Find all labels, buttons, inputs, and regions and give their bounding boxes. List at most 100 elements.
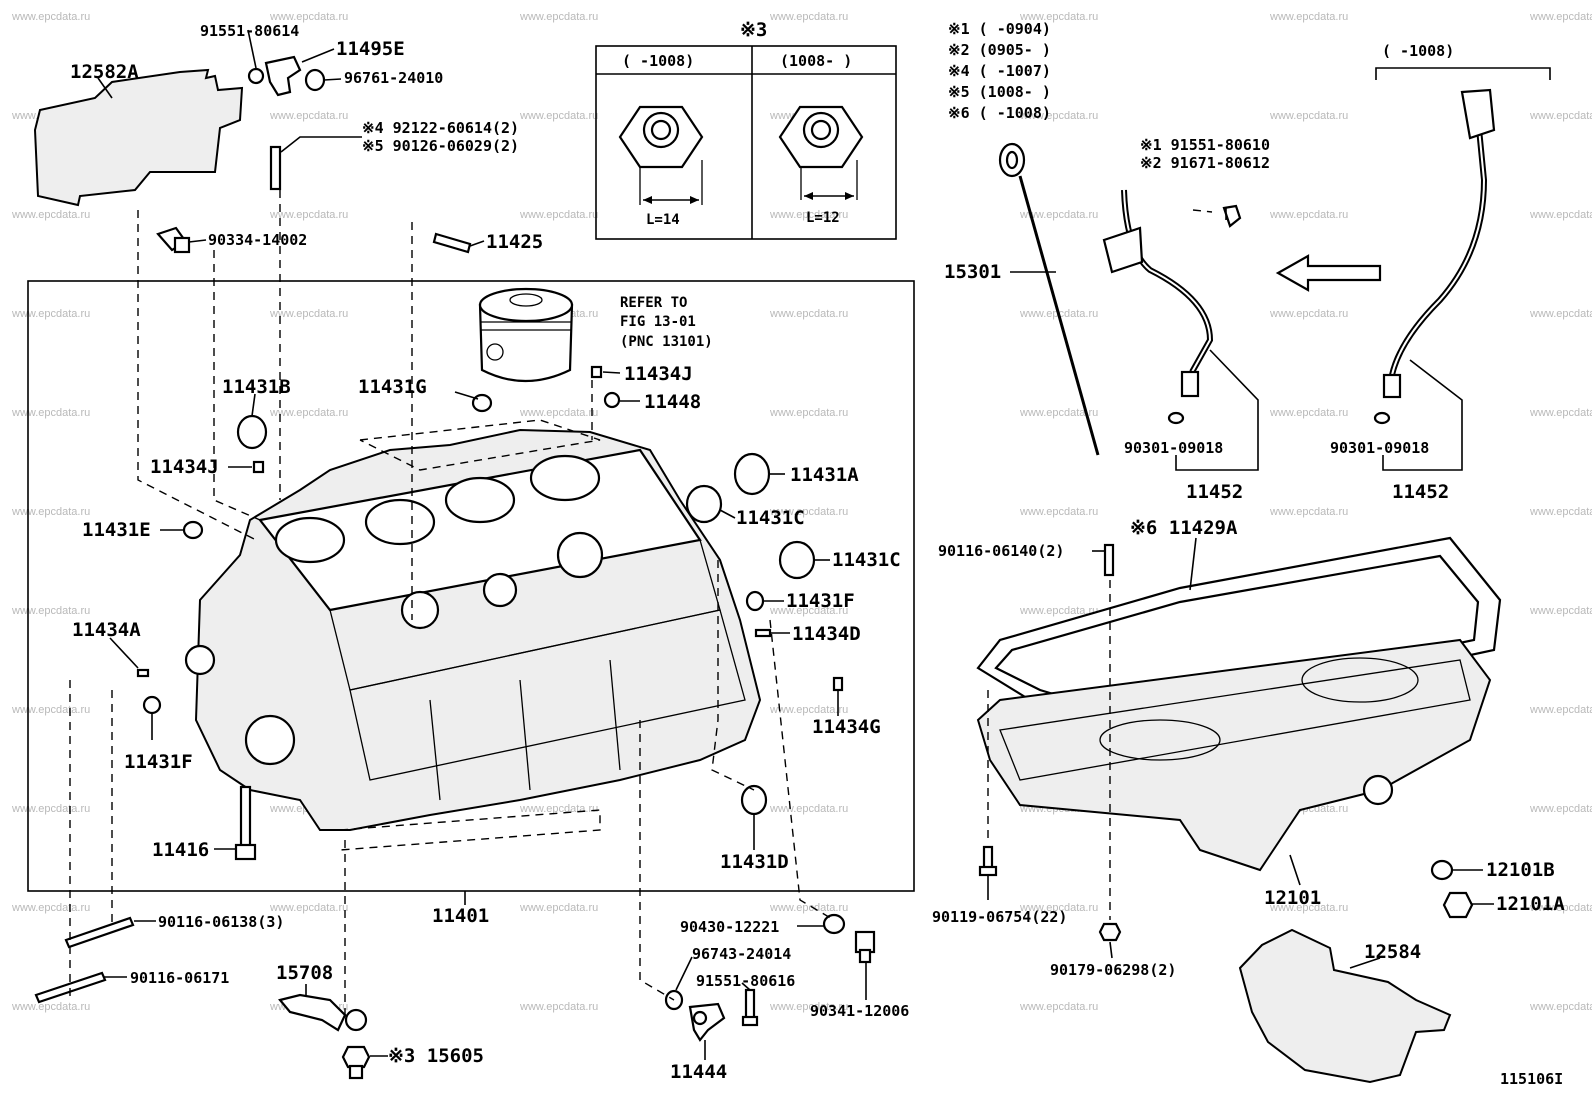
label-90334-14002: 90334-14002 (208, 231, 307, 249)
legend-5: ※5 (1008- ) (948, 83, 1051, 101)
label-12584: 12584 (1364, 941, 1421, 963)
watermark-text: www.epcdata.ru (269, 209, 348, 221)
watermark-text: www.epcdata.ru (769, 902, 848, 914)
bracket-15708-icon (278, 993, 368, 1032)
watermark-text: www.epcdata.ru (519, 1001, 598, 1013)
watermark-text: www.epcdata.ru (1529, 308, 1592, 320)
legend-2: ※2 (0905- ) (948, 41, 1051, 59)
watermark-text: www.epcdata.ru (769, 308, 848, 320)
plug-11431C-2-icon (778, 540, 816, 580)
watermark-text: www.epcdata.ru (1529, 506, 1592, 518)
watermark-text: www.epcdata.ru (1019, 209, 1098, 221)
label-91671-80612: ※2 91671-80612 (1140, 154, 1270, 172)
label-96743-24014: 96743-24014 (692, 945, 791, 963)
watermark-text: www.epcdata.ru (11, 407, 90, 419)
pin-11434A-icon (136, 668, 150, 678)
watermark-text: www.epcdata.ru (1019, 506, 1098, 518)
leader-lines (97, 29, 1494, 1060)
label-12101: 12101 (1264, 887, 1321, 909)
label-11431A: 11431A (790, 464, 859, 486)
sensor-11495E-icon (247, 55, 326, 97)
watermark-text: www.epcdata.ru (269, 110, 348, 122)
label-11434G: 11434G (812, 716, 881, 738)
refer-line1: REFER TO (620, 295, 687, 311)
plug-11431F-left-icon (142, 695, 162, 715)
legend-4: ※4 ( -1007) (948, 62, 1051, 80)
stud-bolt-icon (269, 145, 282, 191)
watermark-text: www.epcdata.ru (1269, 407, 1348, 419)
pin-11434J-left-icon (252, 460, 265, 474)
gasket-90430-icon (822, 913, 846, 935)
watermark-text: www.epcdata.ru (269, 902, 348, 914)
plug-15605-icon (341, 1045, 371, 1080)
right-inset-range: ( -1008) (1375, 42, 1551, 80)
watermark-text: www.epcdata.ru (269, 308, 348, 320)
watermark-text: www.epcdata.ru (769, 704, 848, 716)
label-15605: ※3 15605 (388, 1045, 484, 1067)
gasket-12101B-icon (1430, 859, 1454, 881)
cylinder-block-frame (27, 280, 915, 892)
label-11434J-left: 11434J (150, 456, 219, 478)
plug-11431B-icon (236, 414, 268, 450)
label-92122-60614: ※4 92122-60614(2) (362, 119, 519, 137)
watermark-text: www.epcdata.ru (11, 704, 90, 716)
pin-11434J-icon (590, 365, 603, 379)
sensor-11444-icon (688, 1002, 726, 1042)
pin-11434D-icon (754, 628, 772, 638)
watermark-text: www.epcdata.ru (1269, 902, 1348, 914)
label-11425: 11425 (486, 231, 543, 253)
piston-icon (478, 287, 574, 383)
watermark-text: www.epcdata.ru (1529, 110, 1592, 122)
stud-90116-06140-icon (1103, 543, 1115, 577)
watermark-text: www.epcdata.ru (269, 407, 348, 419)
watermark-text: www.epcdata.ru (1019, 902, 1098, 914)
plug-12101A-icon (1442, 891, 1474, 919)
watermark-text: www.epcdata.ru (1019, 11, 1098, 23)
watermark-text: www.epcdata.ru (11, 605, 90, 617)
label-91551-80616: 91551-80616 (696, 972, 795, 990)
watermark-text: www.epcdata.ru (11, 209, 90, 221)
bolt-90116-06138-icon (64, 916, 135, 949)
label-96761-24010: 96761-24010 (344, 69, 443, 87)
watermark-text: www.epcdata.ru (769, 803, 848, 815)
inset-dim-right: L=12 (806, 210, 840, 226)
pin-11434G-icon (832, 676, 844, 692)
label-11431E: 11431E (82, 519, 151, 541)
drain-plug-short-icon (778, 105, 864, 200)
plug-11431G-icon (471, 393, 493, 413)
drain-plug-long-icon (618, 105, 704, 205)
dipstick-guide-11452-right-icon (1373, 88, 1496, 425)
watermark-text: www.epcdata.ru (769, 605, 848, 617)
label-11431F-right: 11431F (786, 590, 855, 612)
label-90301-09018-a: 90301-09018 (1124, 439, 1223, 457)
label-11452-b: 11452 (1392, 481, 1449, 503)
dipstick-15301-icon (998, 142, 1100, 456)
watermark-text: www.epcdata.ru (1019, 605, 1098, 617)
figure-id: 115106I (1500, 1070, 1563, 1088)
watermark-text: www.epcdata.ru (519, 110, 598, 122)
label-12101A: 12101A (1496, 893, 1565, 915)
label-12101B: 12101B (1486, 859, 1555, 881)
watermark-text: www.epcdata.ru (269, 11, 348, 23)
inset-col-left-range: ( -1008) (622, 52, 694, 70)
label-90119-06754: 90119-06754(22) (932, 908, 1067, 926)
plug-11431E-icon (182, 520, 204, 540)
plug-11431C-1-icon (685, 484, 723, 524)
date-legend: ※1 ( -0904) ※2 (0905- ) ※4 ( -1007) ※5 (… (948, 20, 1051, 122)
plug-11431A-icon (733, 452, 771, 496)
bolt-90116-06171-icon (34, 971, 107, 1004)
dipstick-guide-11452-left-icon (1102, 189, 1242, 425)
ring-11448-icon (603, 391, 621, 409)
label-90116-06138: 90116-06138(3) (158, 913, 284, 931)
label-11434J-top: 11434J (624, 363, 693, 385)
label-90341-12006: 90341-12006 (810, 1002, 909, 1020)
label-12582A: 12582A (70, 61, 139, 83)
label-11434A: 11434A (72, 619, 141, 641)
part-labels: 12582A 91551-80614 11495E 96761-24010 ※4… (70, 22, 1565, 1088)
watermark-text: www.epcdata.ru (1019, 110, 1098, 122)
watermark-text: www.epcdata.ru (11, 803, 90, 815)
watermark-text: www.epcdata.ru (11, 506, 90, 518)
label-90430-12221: 90430-12221 (680, 918, 779, 936)
seal-11431D-icon (740, 784, 768, 816)
watermark-text: www.epcdata.ru (1269, 506, 1348, 518)
